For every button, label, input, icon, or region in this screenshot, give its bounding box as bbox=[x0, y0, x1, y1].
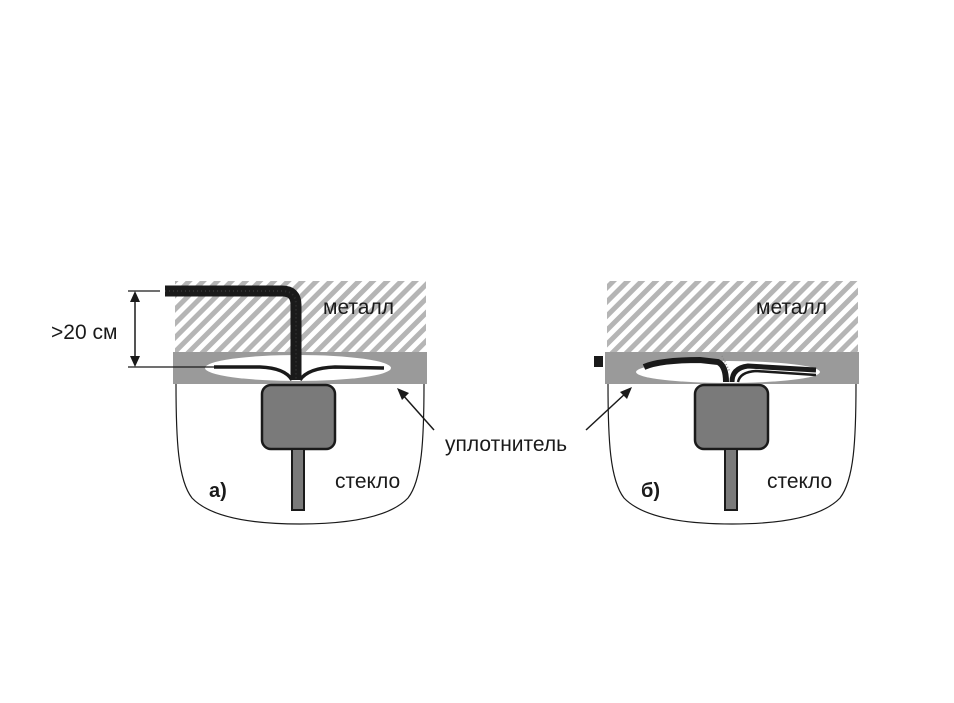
antenna-stem-b bbox=[725, 449, 737, 510]
metal-label-b: металл bbox=[756, 296, 827, 319]
callout-arrow-left bbox=[402, 394, 434, 430]
glass-label-a: стекло bbox=[335, 470, 400, 493]
dimension-arrow-bottom bbox=[130, 356, 140, 367]
connector-block-a bbox=[262, 385, 335, 449]
panel-b: металл стекло б) bbox=[594, 281, 859, 524]
callout-arrow-right bbox=[586, 392, 627, 430]
antenna-stem-a bbox=[292, 449, 304, 510]
sealant-callout: уплотнитель bbox=[397, 387, 632, 456]
sealant-label: уплотнитель bbox=[445, 433, 567, 456]
distance-label: >20 см bbox=[51, 321, 117, 344]
panel-a: >20 см металл стекло а) bbox=[51, 281, 427, 524]
dimension-arrow-top bbox=[130, 291, 140, 302]
callout-arrowhead-left bbox=[397, 388, 409, 400]
metal-label-a: металл bbox=[323, 296, 394, 319]
connector-block-b bbox=[695, 385, 768, 449]
cable-end-b bbox=[594, 356, 603, 367]
panel-b-label: б) bbox=[641, 480, 660, 502]
glass-label-b: стекло bbox=[767, 470, 832, 493]
panel-a-label: а) bbox=[209, 480, 227, 502]
